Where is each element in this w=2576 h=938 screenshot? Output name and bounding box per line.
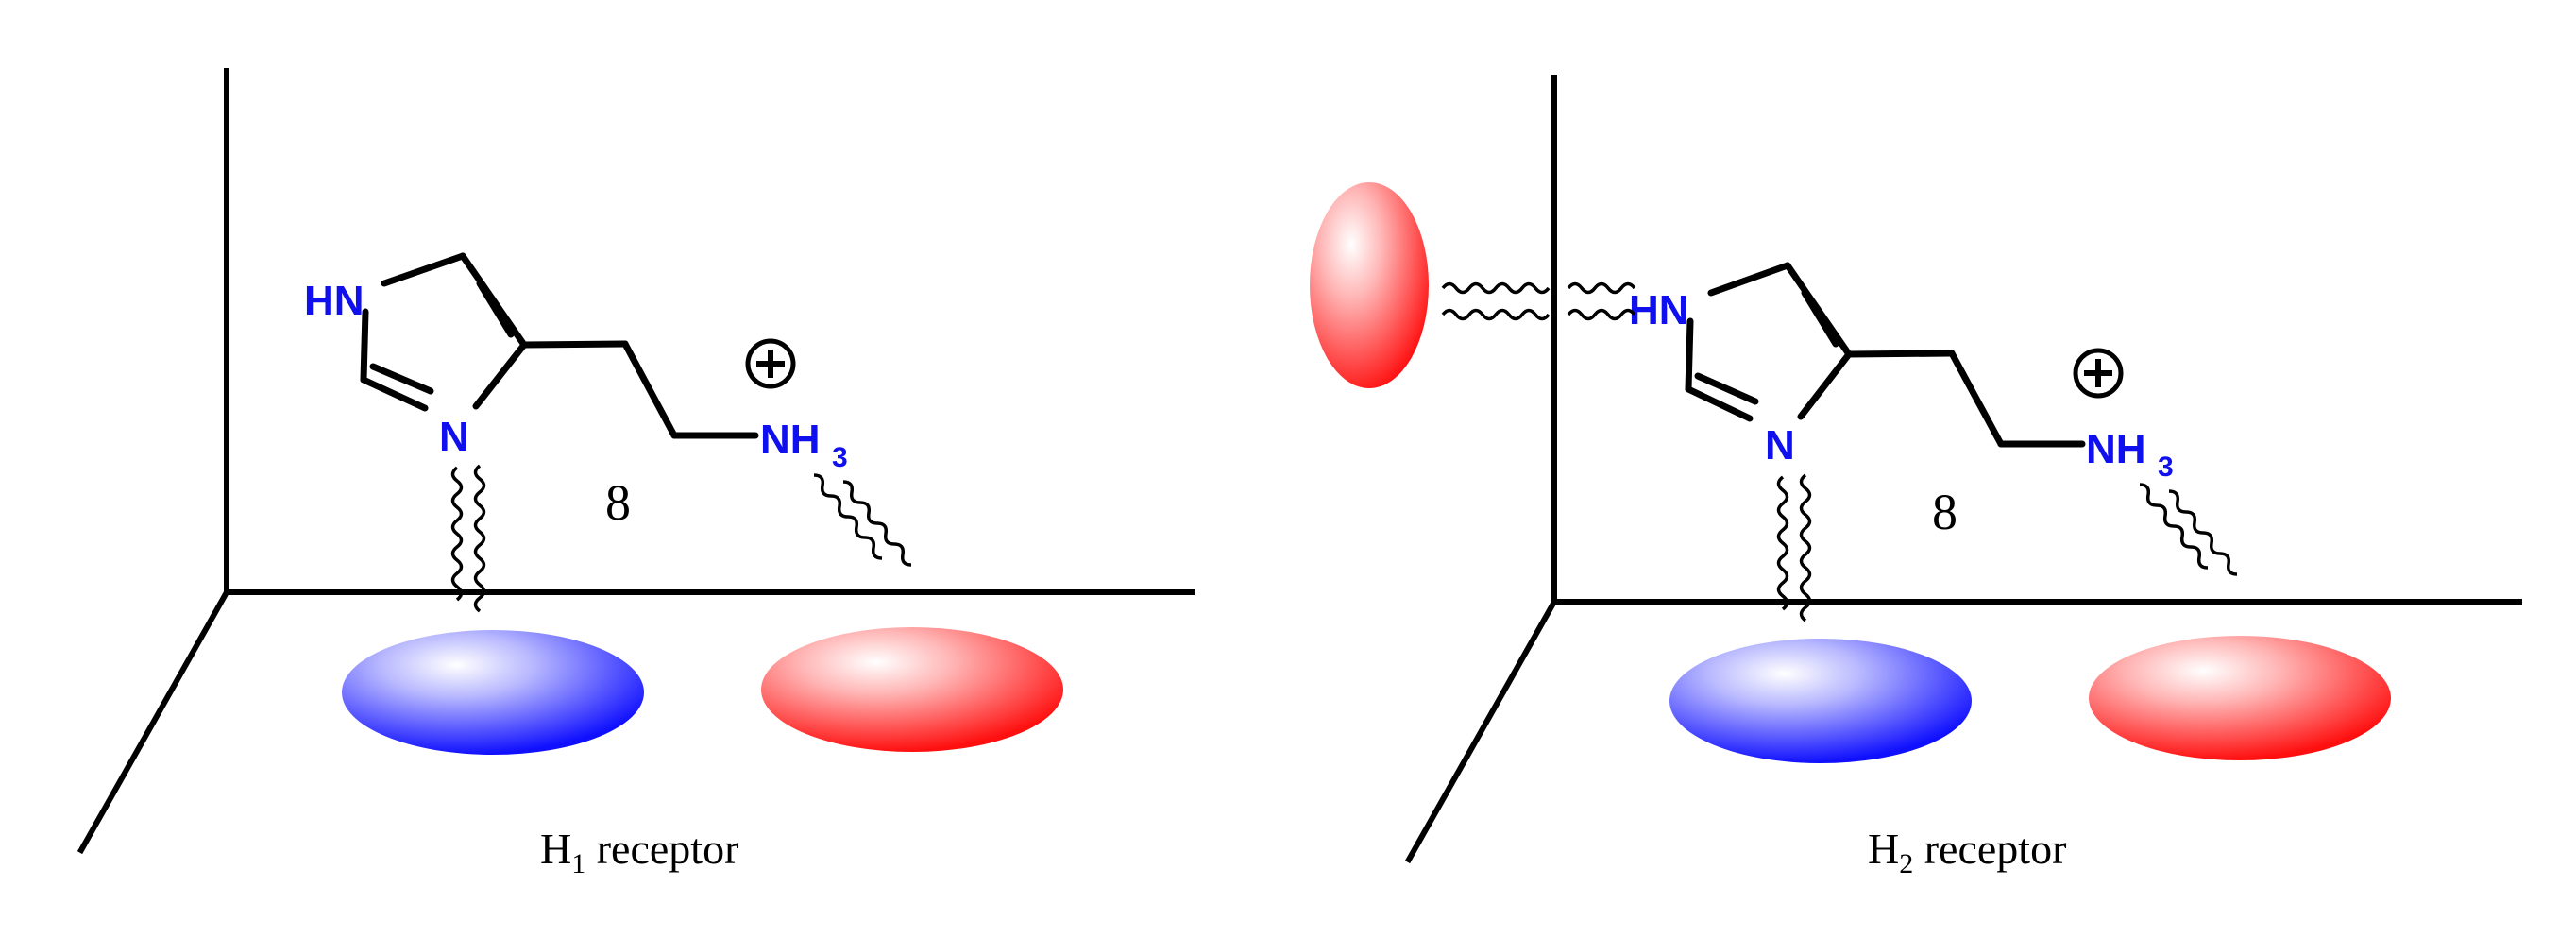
compound-number: 8 bbox=[1932, 484, 1957, 540]
histamine-molecule bbox=[1685, 262, 2086, 448]
nh3-subscript: 3 bbox=[832, 442, 848, 473]
panel-h2: HN N NH 3 8 H2 receptor bbox=[1310, 75, 2522, 879]
hn-atom-label: HN bbox=[304, 278, 364, 324]
caption-h1-receptor: H1 receptor bbox=[540, 825, 738, 879]
positive-charge-icon bbox=[745, 338, 796, 389]
red-side-binding-site bbox=[1310, 182, 1429, 388]
nh3-subscript: 3 bbox=[2158, 452, 2174, 483]
blue-binding-site bbox=[342, 630, 644, 755]
red-binding-site bbox=[2089, 636, 2391, 760]
red-binding-site bbox=[761, 627, 1063, 752]
axes bbox=[76, 68, 1195, 855]
panel-h1: HN N NH 3 8 H1 receptor bbox=[76, 68, 1195, 879]
blue-binding-site bbox=[1669, 639, 1972, 763]
positive-charge-icon bbox=[2073, 348, 2124, 399]
n-atom-label: N bbox=[1765, 422, 1795, 469]
axes bbox=[1404, 75, 2522, 864]
interaction-wavy-lines bbox=[450, 464, 912, 613]
interaction-wavy-lines bbox=[1441, 281, 2238, 622]
nh3-atom-label: NH bbox=[2086, 426, 2146, 472]
n-atom-label: N bbox=[439, 414, 469, 460]
compound-number: 8 bbox=[605, 474, 631, 531]
caption-h2-receptor: H2 receptor bbox=[1868, 825, 2066, 879]
histamine-molecule bbox=[360, 252, 759, 439]
hn-atom-label: HN bbox=[1629, 287, 1689, 333]
nh3-atom-label: NH bbox=[760, 417, 821, 463]
